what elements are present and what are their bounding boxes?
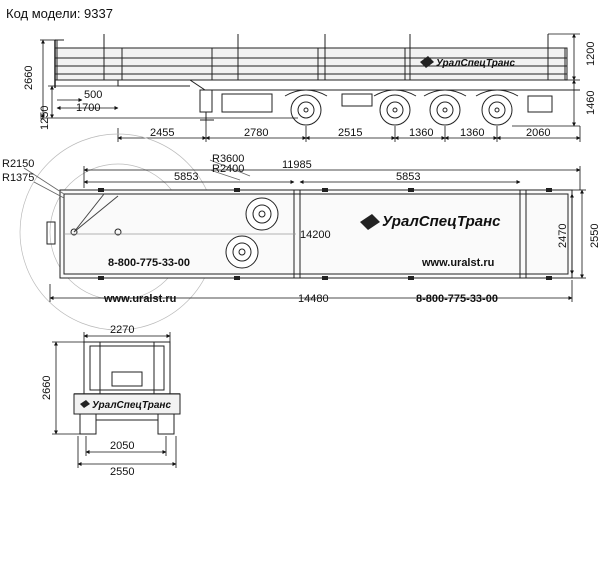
dim-kingpin-height: 1250	[39, 106, 51, 130]
dim-right-span: 5853	[396, 171, 420, 183]
front-dims	[52, 332, 177, 468]
bottom-url-text: www.uralst.ru	[103, 293, 176, 305]
top-brand-text: УралСпецТранс	[382, 213, 501, 230]
side-logo: УралСпецТранс	[420, 56, 515, 69]
dim-d6: 2060	[526, 127, 550, 139]
dim-kingpin-offset: 500	[84, 89, 102, 101]
dim-total-height: 2660	[23, 66, 35, 90]
dim-r-turn: R1375	[2, 172, 34, 184]
rear-bumper	[527, 95, 553, 113]
top-dims	[23, 159, 586, 302]
dim-left-span: 5853	[174, 171, 198, 183]
dim-front-top-width: 2270	[110, 324, 134, 336]
side-dims-bottom	[117, 120, 581, 142]
front-view	[73, 341, 181, 435]
top-url-text: www.uralst.ru	[421, 257, 494, 269]
front-wheel-left	[79, 413, 97, 435]
side-dims-left	[40, 39, 298, 119]
dim-front-width: 2550	[110, 466, 134, 478]
dim-total-length: 14480	[298, 293, 329, 305]
landing-gear	[199, 89, 213, 113]
dim-stake-height: 1200	[585, 42, 597, 66]
dim-leg-offset: 1700	[76, 102, 100, 114]
dim-d5: 1360	[460, 127, 484, 139]
dim-front-track: 2050	[110, 440, 134, 452]
side-dims-front	[56, 98, 119, 110]
dim-d1: 2455	[150, 127, 174, 139]
dim-total-width: 2550	[589, 224, 600, 248]
side-toolbox	[221, 93, 273, 113]
side-view	[54, 34, 580, 126]
dim-d4: 1360	[409, 127, 433, 139]
dim-deck-height: 1460	[585, 91, 597, 115]
dim-d2: 2780	[244, 127, 268, 139]
side-kingpin-plate	[117, 80, 190, 87]
side-dims-right	[512, 33, 580, 127]
front-kingpin-plate	[111, 371, 143, 387]
top-stake-pockets	[98, 188, 552, 280]
front-wheel-right	[157, 413, 175, 435]
front-logo: УралСпецТранс	[80, 400, 171, 411]
dim-d3: 2515	[338, 127, 362, 139]
dim-inner-length: 14200	[300, 229, 331, 241]
front-deck	[73, 393, 181, 415]
dim-platform-length: 11985	[282, 159, 312, 171]
side-deck-body	[54, 47, 568, 81]
front-brand-text: УралСпецТранс	[92, 400, 171, 411]
dim-r-inner: R2400	[212, 163, 244, 175]
dim-inner-width: 2470	[557, 224, 569, 248]
top-front-box	[46, 221, 56, 245]
dim-r-outer: R3600	[212, 153, 244, 165]
top-phone-text: 8-800-775-33-00	[108, 257, 190, 269]
dim-front-height: 2660	[41, 376, 53, 400]
side-wheels	[290, 94, 513, 126]
model-code-label: Код модели: 9337	[6, 6, 113, 21]
top-logo: УралСпецТранс	[360, 213, 501, 230]
bottom-phone-text: 8-800-775-33-00	[416, 293, 498, 305]
side-stakes	[56, 34, 566, 80]
dim-r-front: R2150	[2, 158, 34, 170]
side-brand-text: УралСпецТранс	[436, 58, 515, 69]
side-chassis	[55, 79, 580, 91]
